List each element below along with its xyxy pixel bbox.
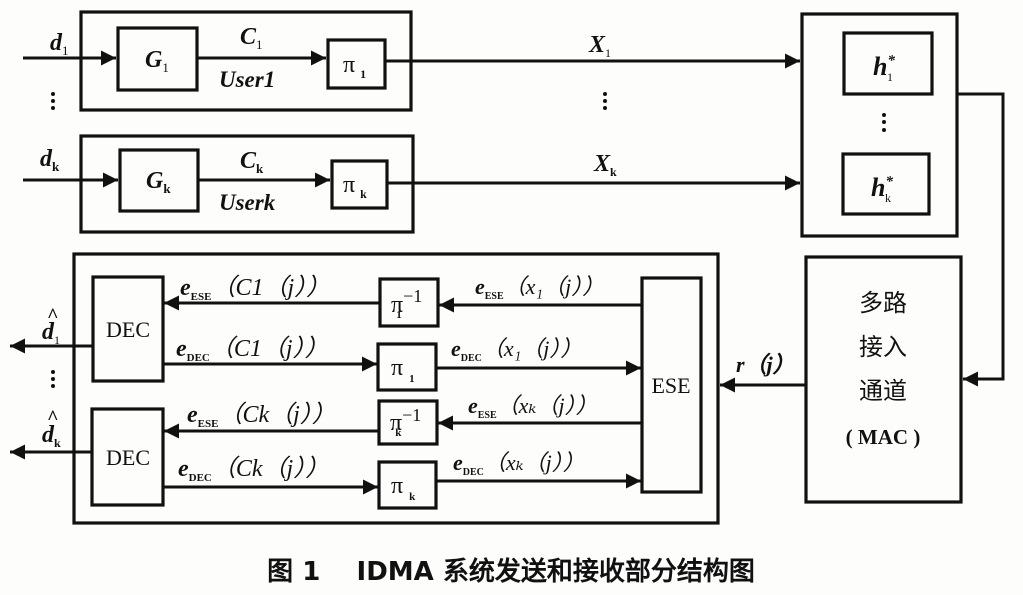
deinterleaver-k [377, 399, 439, 446]
decoder-1-label: DEC [106, 317, 150, 342]
dec-ck-label: eDEC（Ck（j）） [178, 455, 329, 484]
encoder-gk-label: Gk [146, 168, 171, 196]
output-x1-label: X1 [588, 32, 611, 60]
svg-text:dk: dk [42, 422, 61, 450]
interleaver-pi1 [326, 38, 387, 90]
receiver-outer [72, 252, 720, 525]
input-d1-label: d1 [50, 30, 69, 58]
mac-box [804, 255, 963, 504]
output-xk-label: Xk [593, 151, 617, 179]
decoder-k-label: DEC [106, 445, 150, 470]
channel-tap-hk-label: h*k [871, 173, 893, 205]
channel-tap-h1 [842, 31, 934, 96]
decoder-k [90, 407, 165, 507]
mac-line-1: 多路 [859, 289, 907, 317]
mac-line-4: ( MAC ) [846, 425, 921, 449]
output-dk-label: ^ dk [42, 407, 61, 450]
dec-c1-label: eDEC（C1（j）） [176, 335, 329, 364]
ellipsis-icon [51, 92, 886, 132]
mac-block: 多路 接入 通道 ( MAC ) [804, 255, 963, 504]
dec-x1-label: eDEC（x₁（j）） [451, 336, 582, 364]
code-c1-label: C1 [240, 24, 263, 52]
svg-text:d1: d1 [42, 319, 60, 347]
ese-x1-label: eESE（x₁（j）） [475, 274, 604, 302]
channel-outer [800, 12, 959, 238]
channel-block: h*1 h*k [800, 12, 959, 238]
decoder-1 [91, 275, 165, 383]
mac-line-3: 通道 [859, 377, 907, 405]
dec-xk-label: eDEC（xₖ（j）） [453, 450, 585, 478]
ese-label: ESE [651, 373, 690, 398]
channel-tap-h1-label: h*1 [873, 52, 895, 84]
encoder-g1-label: G1 [145, 47, 169, 75]
hat-icon: ^ [47, 407, 59, 429]
user-k-label: Userk [219, 190, 276, 215]
input-dk-label: dk [40, 146, 60, 174]
ese-c1-label: eESE（C1（j）） [180, 274, 330, 303]
code-ck-label: Ck [240, 148, 264, 176]
hat-icon: ^ [47, 305, 59, 327]
received-signal-label: r（j） [736, 352, 795, 377]
rx-interleaver-k [377, 460, 438, 510]
mac-line-2: 接入 [859, 333, 907, 361]
ellipsis-icon [51, 370, 55, 388]
channel-to-mac-arrow [957, 92, 1005, 387]
ese-ck-label: eESE（Ck（j）） [187, 401, 336, 430]
ese-xk-label: eESE（xₖ（j）） [468, 393, 598, 421]
output-d1-label: ^ d1 [42, 305, 60, 347]
figure-caption: 图 1 IDMA 系统发送和接收部分结构图 [267, 556, 755, 587]
rx-interleaver-1 [376, 342, 438, 392]
ese-box [640, 276, 703, 494]
channel-tap-hk [841, 152, 931, 216]
user-1-label: User1 [219, 67, 275, 92]
